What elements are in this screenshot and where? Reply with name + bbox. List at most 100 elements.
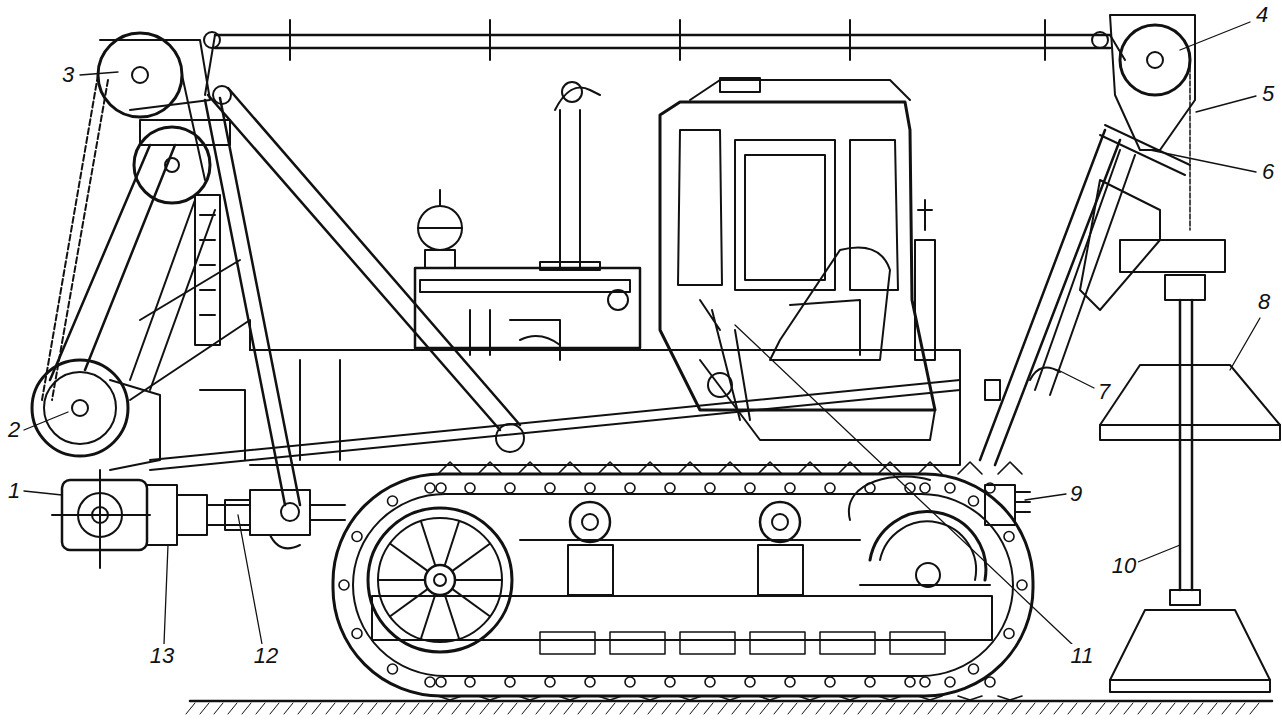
track-pin	[920, 677, 930, 687]
front-auger-unit	[1147, 52, 1163, 68]
track-pin	[465, 483, 475, 493]
rear-mast	[130, 320, 250, 400]
gearbox-drive	[147, 485, 177, 545]
callout-number: 6	[1260, 160, 1276, 184]
callout-number: 8	[1256, 290, 1272, 314]
track-pin	[1017, 580, 1027, 590]
track-frame-block	[890, 632, 945, 654]
leader-line	[1196, 96, 1256, 112]
support-roller	[582, 514, 598, 530]
ground-hatch	[1180, 703, 1189, 714]
rear-mast	[134, 127, 210, 203]
support-roller	[758, 545, 803, 595]
track-pin	[388, 496, 398, 506]
ground-hatch	[340, 703, 349, 714]
track-grouser	[638, 696, 662, 700]
front-auger-unit	[1110, 680, 1270, 692]
front-auger-unit	[1165, 275, 1205, 300]
tractor-body	[608, 290, 628, 310]
ground-hatch	[312, 703, 321, 714]
rear-mast	[200, 215, 215, 315]
track-pin	[339, 580, 349, 590]
ground-hatch	[1096, 703, 1105, 714]
rear-mast	[150, 380, 960, 460]
ground-hatch	[1152, 703, 1161, 714]
ground-hatch	[536, 703, 545, 714]
track-pin	[545, 483, 555, 493]
operator-cab	[708, 373, 732, 397]
track-grouser	[678, 462, 702, 474]
ground-hatch	[872, 703, 881, 714]
ground-hatch	[1250, 703, 1259, 714]
ground-hatch	[564, 703, 573, 714]
ground-line	[186, 701, 1272, 714]
tractor-body	[250, 350, 960, 465]
crawler-track	[353, 494, 1013, 676]
ground-hatch	[886, 703, 895, 714]
track-pin	[945, 483, 955, 493]
track-pin	[745, 677, 755, 687]
drive-sprocket	[434, 574, 446, 586]
gearbox-drive	[177, 495, 207, 535]
support-roller	[520, 539, 860, 541]
ground-hatch	[858, 703, 867, 714]
ground-hatch	[816, 703, 825, 714]
support-roller	[570, 502, 610, 542]
rear-mast	[496, 424, 524, 452]
track-pin	[1004, 532, 1014, 542]
front-auger-unit	[1015, 492, 1030, 512]
ground-hatch	[382, 703, 391, 714]
track-grouser	[838, 462, 862, 474]
ground-hatch	[354, 703, 363, 714]
ground-hatch	[284, 703, 293, 714]
rear-mast	[132, 67, 148, 83]
ground-hatch	[774, 703, 783, 714]
front-idler	[860, 584, 990, 586]
track-grouser	[438, 462, 462, 474]
support-roller	[772, 514, 788, 530]
track-pin	[785, 483, 795, 493]
ground-hatch	[662, 703, 671, 714]
front-auger-unit	[1030, 368, 1060, 381]
sprocket-spoke	[452, 544, 490, 572]
tractor-body	[420, 280, 630, 292]
ground-hatch	[942, 703, 951, 714]
ground-hatch	[1012, 703, 1021, 714]
front-auger-unit	[985, 380, 1000, 400]
track-pin	[465, 677, 475, 687]
callout-number: 9	[1068, 482, 1084, 506]
track-grouser	[998, 696, 1022, 700]
sprocket-spoke	[421, 594, 436, 639]
ground-hatch	[676, 703, 685, 714]
track-grouser	[478, 462, 502, 474]
track-frame-block	[680, 632, 735, 654]
callout-number: 7	[1096, 380, 1112, 404]
crawler-track	[540, 632, 945, 654]
tractor-body	[415, 268, 640, 348]
leader-line	[24, 22, 1260, 646]
ground-hatch	[466, 703, 475, 714]
track-grouser	[758, 462, 782, 474]
tractor-body	[560, 110, 580, 268]
ground-hatch	[200, 703, 209, 714]
sprocket-spoke	[378, 579, 425, 581]
front-idler	[880, 521, 976, 580]
rear-mast	[100, 40, 210, 110]
callout-number: 13	[148, 644, 176, 668]
ground-line	[186, 703, 1259, 714]
callout-number: 10	[1110, 554, 1138, 578]
gearbox-drive	[250, 490, 310, 535]
front-auger-unit	[980, 15, 1280, 692]
ground-hatch	[1068, 703, 1077, 714]
ground-hatch	[508, 703, 517, 714]
track-grouser	[758, 696, 782, 700]
crawler-track	[372, 596, 992, 640]
track-pin	[825, 677, 835, 687]
front-idler	[916, 563, 940, 587]
track-grouser	[638, 462, 662, 474]
track-pin	[969, 664, 979, 674]
rear-mast	[110, 380, 160, 470]
ground-hatch	[606, 703, 615, 714]
